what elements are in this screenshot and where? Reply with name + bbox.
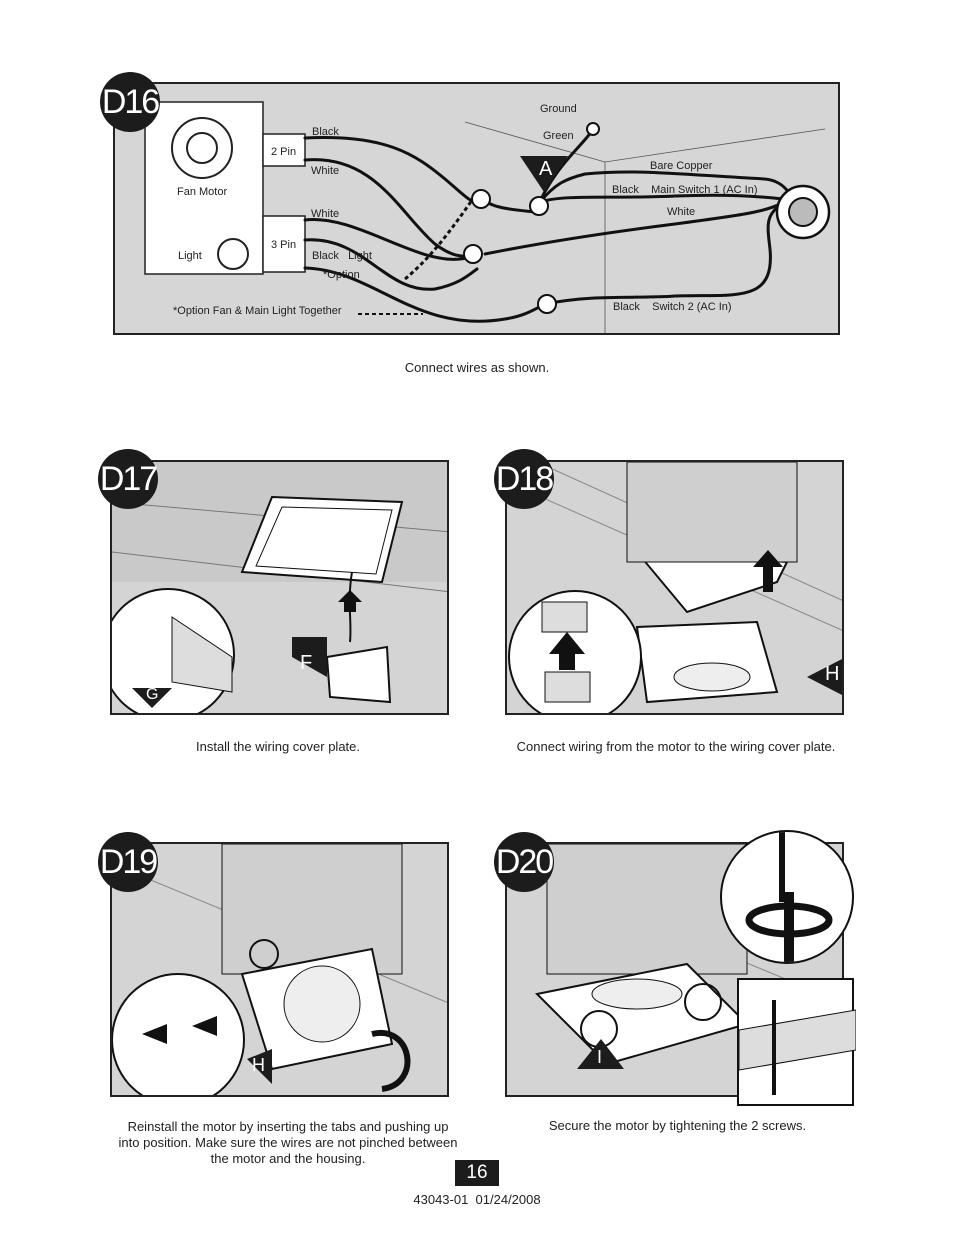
d19-caption: Reinstall the motor by inserting the tab…	[118, 1119, 458, 1166]
d20-badge: D20	[494, 832, 554, 892]
page-number: 16	[455, 1160, 499, 1186]
fan-motor-label: Fan Motor	[177, 186, 228, 198]
bare-copper-label: Bare Copper	[650, 160, 713, 172]
option-label: *Option	[323, 269, 360, 281]
marker-h: H	[825, 663, 840, 685]
doc-id: 43043-01 01/24/2008	[413, 1192, 541, 1207]
d20-detail-box	[737, 978, 856, 1106]
d16-wiring-diagram: Fan Motor Light 2 Pin 3 Pin Black White …	[113, 82, 840, 335]
black-wire-label: Black	[312, 126, 339, 138]
switch-2-label: Black Switch 2 (AC In)	[613, 301, 732, 313]
main-switch-label: Black Main Switch 1 (AC In)	[612, 184, 758, 196]
d17-illustration: G F	[110, 460, 449, 715]
d16-wiring-illustration	[144, 101, 831, 333]
d20-zoom-circle	[720, 830, 854, 964]
marker-f: F	[300, 652, 313, 674]
d17-badge: D17	[98, 449, 158, 509]
white-wire-label-2: White	[311, 208, 340, 220]
black-light-label: Black Light	[312, 250, 372, 262]
marker-g: G	[146, 686, 159, 703]
ground-label: Ground	[540, 103, 577, 115]
d18-illustration: H	[505, 460, 844, 715]
d18-caption: Connect wiring from the motor to the wir…	[516, 739, 836, 754]
d20-caption: Secure the motor by tightening the 2 scr…	[548, 1118, 807, 1133]
three-pin-label: 3 Pin	[271, 239, 297, 251]
marker-i: I	[597, 1047, 603, 1067]
option-note: *Option Fan & Main Light Together	[173, 305, 342, 317]
white-wire-label: White	[311, 165, 340, 177]
d16-caption: Connect wires as shown.	[404, 360, 550, 375]
d17-caption: Install the wiring cover plate.	[195, 739, 361, 754]
marker-h-d19: H	[252, 1055, 265, 1075]
marker-a: A	[539, 158, 553, 180]
green-label: Green	[543, 130, 574, 142]
light-label: Light	[178, 250, 202, 262]
two-pin-label: 2 Pin	[271, 146, 297, 158]
white-main-label: White	[667, 206, 696, 218]
d16-badge: D16	[100, 72, 160, 132]
d19-illustration: H	[110, 842, 449, 1097]
d19-badge: D19	[98, 832, 158, 892]
d18-badge: D18	[494, 449, 554, 509]
